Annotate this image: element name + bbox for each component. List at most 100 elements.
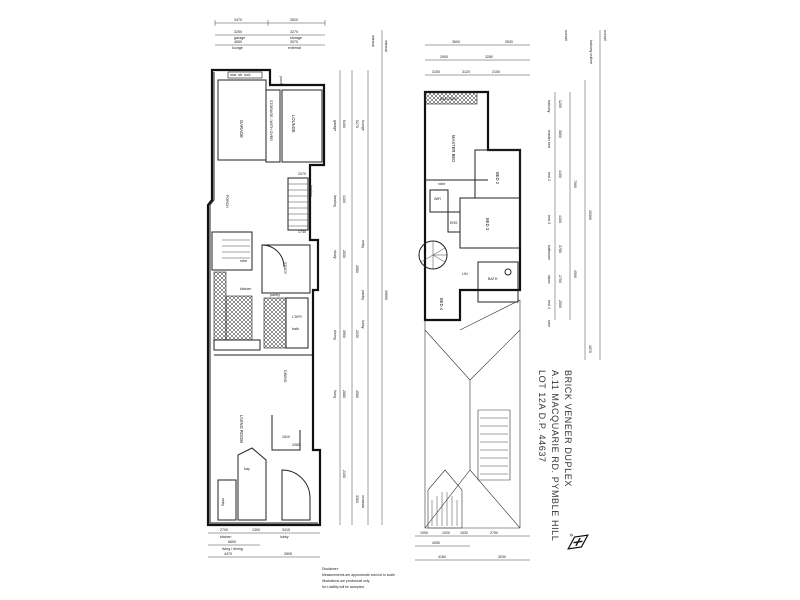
- upper-side-dim-5: 4100: [558, 215, 562, 223]
- disclaimer-line-2: Measurements are approximate and not to …: [322, 573, 396, 577]
- landing-label: landing: [309, 185, 313, 197]
- upper-side-label-overall: overall: [603, 30, 607, 41]
- ground-top-dim-1: 3470: [234, 18, 242, 22]
- upper-robe-label: robe: [438, 182, 445, 186]
- ground-inner-wall-line: [209, 72, 318, 524]
- ens-label: ENS: [450, 221, 458, 225]
- upper-bottom-dim-total: 4050: [432, 541, 440, 545]
- title-block: BRICK VENEER DUPLEX A.11 MACQUARIE RD. P…: [537, 370, 573, 541]
- ground-floor-plan: 3470 3520 3250 3270 garage storage 4550 …: [206, 18, 388, 558]
- upper-bath-label: BATH: [488, 277, 498, 281]
- ground-top-dim2-1: 3250: [234, 30, 242, 34]
- upper-side-dimensions: 1250 3800 master bed 4400 bed 2 7060 410…: [547, 30, 607, 360]
- porch-top-label: porch: [279, 76, 283, 85]
- balcony-hatch: [424, 91, 478, 105]
- entry-stair-area: [211, 231, 253, 271]
- upper-top-label-overall: overall: [564, 30, 568, 41]
- north-arrow-icon: N: [567, 532, 589, 550]
- dining-label: DINING: [283, 370, 287, 383]
- upper-side-label-master: master bed: [547, 130, 551, 148]
- porch-label: PORCH: [225, 195, 229, 208]
- north-label: N: [569, 532, 574, 538]
- upper-bottom-dim-1: 1950: [420, 531, 428, 535]
- lin-label: LIN: [462, 272, 468, 276]
- ground-side-dim-6: 3900: [342, 330, 346, 338]
- ground-internal-dim-3: 1810: [282, 435, 290, 439]
- upper-top-dim-1: 3600: [452, 40, 460, 44]
- ground-side-dim-5: 2680: [355, 265, 359, 273]
- ground-side-label-lounge: lounge: [361, 120, 365, 131]
- upper-side-dim-6: 3780: [558, 245, 562, 253]
- ground-side-dim-2: 5270: [355, 120, 359, 128]
- front-curved-porch: [281, 469, 311, 521]
- ground-side-label-living: living: [333, 390, 337, 398]
- upper-side-dim-3: 4400: [558, 170, 562, 178]
- upper-bottom-dimensions: 1950 1020 1530 2790 4050 4160 3030: [415, 531, 530, 561]
- upper-bottom-dim-3: 1530: [460, 531, 468, 535]
- upper-top-dim3-1: 3150: [432, 70, 440, 74]
- bay-label: bay: [244, 467, 250, 471]
- upper-side-label-balcony-outline: balcony outline: [589, 40, 593, 64]
- ground-side-total-label: internal: [384, 40, 388, 52]
- ground-bottom-dim-1: 2700: [220, 528, 228, 532]
- ground-top-dimensions: 3470 3520 3250 3270 garage storage 4550 …: [214, 18, 326, 50]
- upper-side-dim-1: 1250: [558, 100, 562, 108]
- disclaimer-line-1: Disclaimer:: [322, 567, 339, 571]
- ground-top-label-garage: garage: [234, 36, 245, 40]
- upper-bath-room: [477, 261, 519, 303]
- ground-top-dim-2: 3520: [290, 18, 298, 22]
- ground-bottom-label-kitchen: kitchen: [220, 535, 231, 539]
- study-label: STUDY: [283, 262, 287, 275]
- ground-side-label-pantry: pantry: [361, 290, 365, 300]
- upper-stair-icon: [418, 240, 448, 270]
- upper-side-dim-2: 3800: [558, 130, 562, 138]
- garage-roller-label: rear. str. lock: [230, 73, 251, 77]
- study-room: [261, 244, 311, 294]
- pantry-label: pantry: [270, 293, 280, 297]
- ground-side-dim-10: 2100: [342, 470, 346, 478]
- upper-bottom-dim-2: 1020: [442, 531, 450, 535]
- ground-top-label-storage: storage: [290, 36, 302, 40]
- ground-top-dim3-2: 3070: [290, 40, 298, 44]
- upper-side-dim-9: 2500: [558, 300, 562, 308]
- upper-top-dim2-1: 2900: [440, 55, 448, 59]
- ground-side-dimensions: garage 6400 5270 lounge 4100 landing 283…: [333, 30, 388, 525]
- upper-floor-plan: 3600 2630 2900 3280 3150 3120 2150 BALCO…: [415, 30, 607, 561]
- upper-side-label-bed3: bed 3: [547, 215, 551, 224]
- ground-bottom-dim-3: 3415: [282, 528, 290, 532]
- upper-side-dim-4: 7060: [573, 180, 577, 188]
- entry-stair-treads: [222, 239, 250, 259]
- wir-room: [429, 189, 449, 213]
- ground-internal-dim-1: 2070: [298, 172, 306, 176]
- ground-side-label-garage: garage: [333, 120, 337, 131]
- bed3-label: BED 3: [485, 218, 490, 231]
- ground-side-dim-9: 4580: [355, 390, 359, 398]
- ground-side-dim-4: 2830: [342, 250, 346, 258]
- garage-label: GARAGE: [239, 120, 244, 138]
- ground-bottom-dim2-1: 4470: [224, 552, 232, 556]
- kitchen-bench-bottom: [213, 339, 261, 351]
- upper-side-dim-7: 2700: [558, 275, 562, 283]
- garage-roller-door: [227, 71, 263, 79]
- upper-side-label-stairs: stairs: [547, 275, 551, 284]
- upper-top-dim3-3: 2150: [492, 70, 500, 74]
- door-swing-icon: [261, 244, 285, 268]
- title-line-1: BRICK VENEER DUPLEX: [563, 370, 573, 487]
- ground-bottom-dimensions: 2700 1300 3415 kitchen lobby 6650 living…: [208, 528, 320, 558]
- bay-window: [237, 447, 267, 521]
- disclaimer: Disclaimer: Measurements are approximate…: [322, 567, 396, 589]
- upper-bottom-dim3-2: 3030: [498, 555, 506, 559]
- storage-room: [265, 89, 281, 163]
- ground-bottom-dim-2: 1300: [252, 528, 260, 532]
- upper-side-dim-10: 1870: [588, 345, 592, 353]
- entry-room: [217, 479, 237, 521]
- disclaimer-line-4: No Liability will be accepted.: [322, 585, 365, 589]
- roof-outline: [424, 299, 521, 529]
- upper-side-label-bed2: bed 2: [547, 172, 551, 181]
- bed4-label: BED 4: [439, 298, 444, 311]
- entry-label: entry: [221, 498, 225, 506]
- living-label: LIVING ROOM: [239, 415, 244, 443]
- robe-label: robe: [240, 259, 247, 263]
- kitchen-label: kitchen: [240, 287, 251, 291]
